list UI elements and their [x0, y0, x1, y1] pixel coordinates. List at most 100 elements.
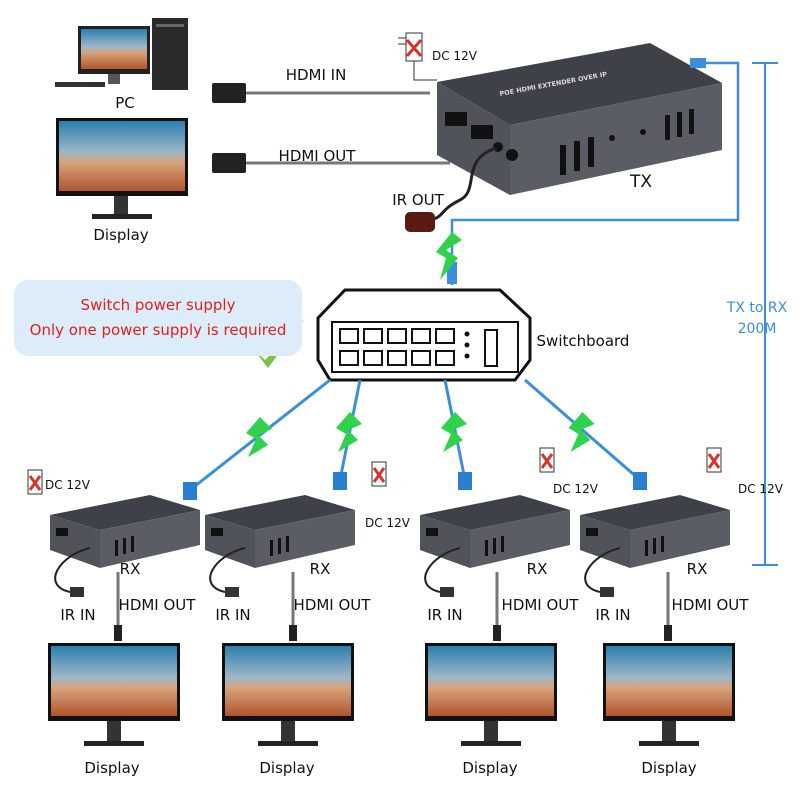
rx-network-cable: [189, 378, 331, 492]
cross-icon: [707, 453, 721, 469]
rj45-connector-icon: [633, 472, 647, 490]
vent-slot: [115, 540, 118, 556]
rx-label: RX: [309, 560, 331, 578]
switch-port: [435, 350, 455, 366]
cross-icon: [28, 475, 42, 491]
ir-in-label: IR IN: [215, 606, 251, 624]
vent-slot: [661, 536, 664, 552]
hdmi-in-cable: [212, 83, 430, 103]
rx-device-top: [50, 495, 200, 530]
rx-dc-label: DC 12V: [45, 478, 90, 492]
hdmi-plug-icon: [114, 625, 122, 641]
callout-line2: Only one power supply is required: [29, 321, 287, 339]
rx-device-top: [420, 495, 570, 530]
cross-icon: [540, 453, 554, 469]
distance-label-line1: TX to RX: [726, 300, 788, 316]
pc-label: PC: [115, 94, 135, 112]
hdmi-port: [56, 528, 68, 536]
vent-slot: [286, 536, 289, 552]
ir-in-label: IR IN: [60, 606, 96, 624]
vent-slot: [123, 538, 126, 554]
rx-unit: [524, 378, 735, 746]
display-stand: [281, 721, 295, 741]
hdmi-out-label: HDMI OUT: [671, 596, 749, 614]
tx-label: TX: [629, 172, 653, 192]
switch-port: [411, 350, 431, 366]
ir-out-label: IR OUT: [392, 191, 444, 209]
ir-receiver-icon: [600, 587, 614, 597]
source-display-label: Display: [93, 226, 149, 244]
rj45-connector-icon: [690, 58, 706, 68]
hdmi-out-label: HDMI OUT: [278, 147, 356, 165]
vent-slot: [278, 538, 281, 554]
ir-in-label: IR IN: [427, 606, 463, 624]
switch-port: [363, 350, 383, 366]
ir-receiver-icon: [225, 587, 239, 597]
display-label: Display: [259, 759, 315, 777]
rx-unit: [420, 379, 570, 746]
display-screen: [225, 646, 351, 716]
display-base: [84, 741, 144, 746]
display-screen: [428, 646, 554, 716]
lightning-icon: [336, 412, 362, 452]
distance-bracket: [752, 62, 778, 566]
rx-device-top: [580, 495, 730, 530]
lightning-icon: [246, 417, 272, 457]
ir-receiver-cable: [424, 547, 461, 593]
hdmi-plug-icon: [664, 625, 672, 641]
rx-network-cable: [338, 379, 362, 481]
hdmi-out-cable: [212, 153, 450, 173]
rx-dc-label: DC 12V: [553, 482, 598, 496]
hdmi-out-label: HDMI OUT: [293, 596, 371, 614]
ir-receiver-cable: [209, 547, 246, 593]
switch-device: [316, 288, 532, 382]
tx-dc-label: DC 12V: [432, 49, 477, 63]
cross-icon: [405, 39, 423, 57]
cross-icon: [372, 467, 386, 483]
rx-label: RX: [686, 560, 708, 578]
tx-device: [437, 43, 722, 195]
hdmi-out-label: HDMI OUT: [501, 596, 579, 614]
switch-port: [411, 328, 431, 344]
ir-receiver-cable: [584, 547, 621, 593]
display-base: [639, 741, 699, 746]
rx-label: RX: [526, 560, 548, 578]
switch-port: [363, 328, 383, 344]
rx-label: RX: [119, 560, 141, 578]
display-stand: [484, 721, 498, 741]
hdmi-port: [211, 528, 223, 536]
lightning-icon: [436, 232, 462, 280]
callout-line1: Switch power supply: [80, 296, 236, 314]
display-label: Display: [462, 759, 518, 777]
hdmi-in-label: HDMI IN: [285, 66, 347, 84]
pc-icon: [55, 18, 188, 90]
display-stand: [662, 721, 676, 741]
switch-port: [387, 328, 407, 344]
vent-slot: [131, 536, 134, 552]
lightning-icon: [441, 412, 467, 452]
display-screen: [51, 646, 177, 716]
lightning-icon: [568, 412, 595, 452]
ir-receiver-icon: [70, 587, 84, 597]
hdmi-plug-icon: [493, 625, 501, 641]
display-base: [461, 741, 521, 746]
vent-slot: [501, 536, 504, 552]
power-callout: Switch power supply Only one power suppl…: [14, 280, 302, 356]
distance-label-line2: 200M: [737, 321, 777, 337]
hdmi-port: [426, 528, 438, 536]
vent-slot: [653, 538, 656, 554]
rx-network-cable: [443, 379, 467, 481]
ir-receiver-cable: [54, 547, 91, 593]
vent-slot: [645, 540, 648, 556]
display-label: Display: [84, 759, 140, 777]
switch-port: [387, 350, 407, 366]
ir-in-label: IR IN: [595, 606, 631, 624]
hdmi-port: [586, 528, 598, 536]
switch-port: [435, 328, 455, 344]
rx-device-top: [205, 495, 355, 530]
rj45-connector-icon: [183, 482, 197, 500]
vent-slot: [270, 540, 273, 556]
rj45-connector-icon: [333, 472, 347, 490]
switch-port: [339, 328, 359, 344]
